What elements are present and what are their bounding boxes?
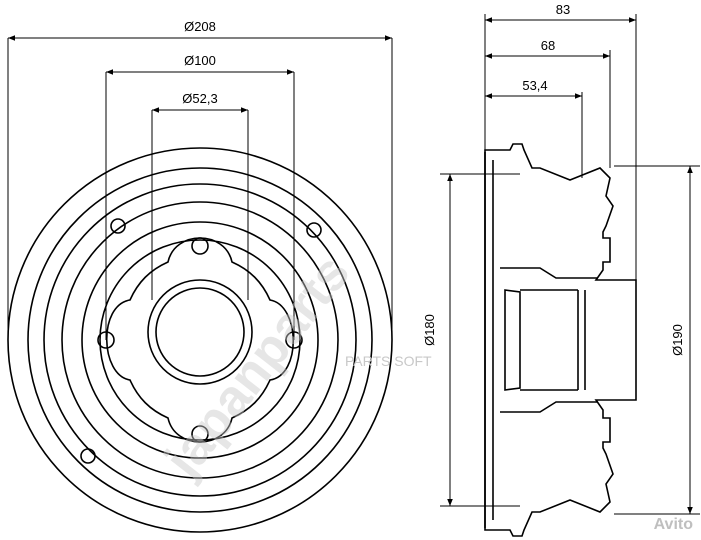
hub-outline bbox=[105, 237, 295, 443]
height-53-label: 53,4 bbox=[522, 78, 547, 93]
center-bore-outer bbox=[147, 279, 253, 385]
hub-bottom-edge bbox=[500, 401, 598, 413]
overall-diameter-label: Ø208 bbox=[184, 19, 216, 34]
small-hole-top-right bbox=[306, 222, 322, 238]
site-watermark: PARTS SOFT bbox=[345, 353, 432, 369]
drum-ring-5 bbox=[99, 239, 301, 441]
side-section-view bbox=[484, 143, 637, 537]
front-dimension-lines bbox=[7, 35, 393, 340]
side-dimension-lines bbox=[440, 14, 700, 515]
center-bore-label: Ø52,3 bbox=[182, 91, 217, 106]
small-hole-top-left bbox=[110, 218, 126, 234]
outer-diameter-label: Ø190 bbox=[670, 324, 685, 356]
hub-bearing-seat bbox=[504, 289, 521, 391]
drum-ring-1 bbox=[27, 167, 373, 513]
drum-ring-2 bbox=[43, 183, 357, 497]
bolt-hole-top bbox=[191, 237, 209, 255]
inner-diameter-label: Ø180 bbox=[422, 314, 437, 346]
drum-section-profile bbox=[484, 143, 637, 537]
height-68-label: 68 bbox=[541, 38, 555, 53]
bolt-circle-label: Ø100 bbox=[184, 53, 216, 68]
drum-ring-3 bbox=[61, 201, 339, 479]
total-height-label: 83 bbox=[556, 2, 570, 17]
bolt-hole-bottom bbox=[191, 425, 209, 443]
hub-top-edge bbox=[500, 267, 598, 279]
center-bore-inner bbox=[155, 287, 245, 377]
avito-logo: Avito bbox=[653, 516, 693, 533]
drum-ring-4 bbox=[81, 221, 319, 459]
small-hole-bottom-left bbox=[80, 448, 96, 464]
